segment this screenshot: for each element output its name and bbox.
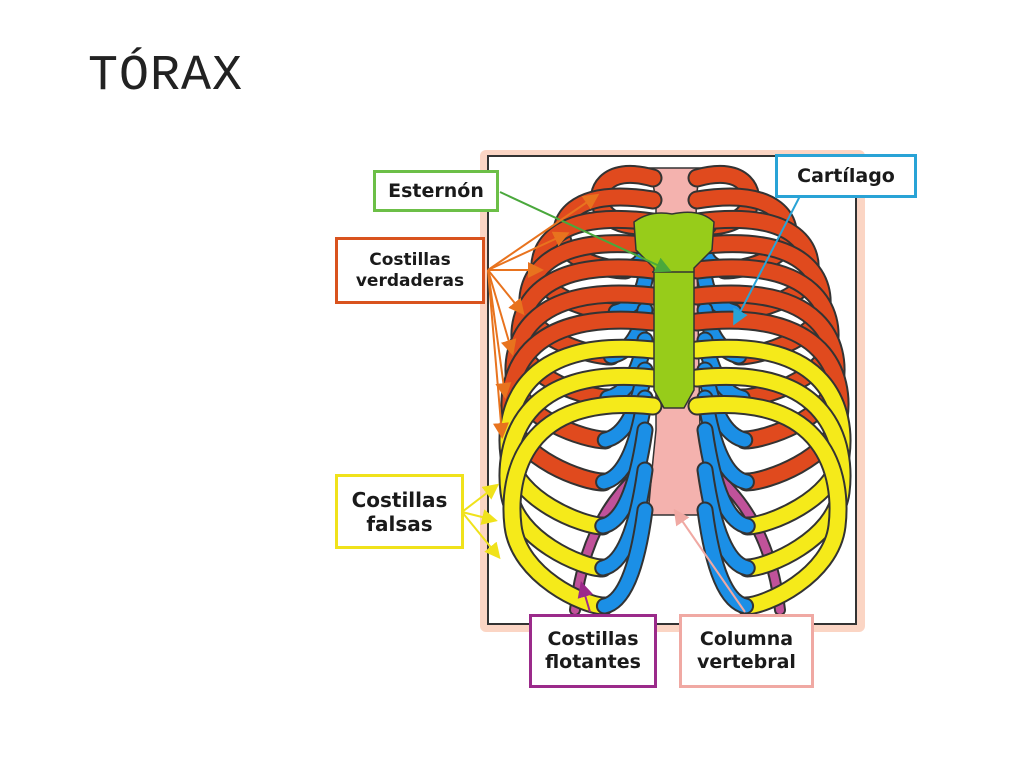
rib-left-10 bbox=[504, 397, 661, 614]
cartilage-right-8 bbox=[698, 423, 754, 533]
cartilago-pointer bbox=[733, 195, 801, 326]
rib-right-10 bbox=[689, 397, 846, 614]
cartilago-label: Cartílago bbox=[775, 154, 917, 198]
cartilage-left-10 bbox=[597, 503, 652, 613]
cartilage-left-9 bbox=[596, 463, 652, 575]
flotantes-pointer bbox=[577, 581, 594, 613]
ribcage-left bbox=[498, 164, 663, 616]
esternon-pointer bbox=[499, 191, 672, 273]
cartilage-left-8 bbox=[596, 423, 652, 533]
slide-title: TÓRAX bbox=[88, 48, 244, 105]
costillas-flotantes-label: Costillas flotantes bbox=[529, 614, 657, 688]
falsas-pointers bbox=[461, 483, 501, 560]
columna-pointer bbox=[673, 508, 746, 613]
costillas-falsas-label: Costillas falsas bbox=[335, 474, 464, 549]
verdaderas-pointers bbox=[487, 193, 600, 439]
cartilage-right-9 bbox=[698, 463, 754, 575]
columna-vertebral-label: Columna vertebral bbox=[679, 614, 814, 688]
esternon-label: Esternón bbox=[373, 170, 499, 212]
costillas-verdaderas-label: Costillas verdaderas bbox=[335, 237, 485, 304]
